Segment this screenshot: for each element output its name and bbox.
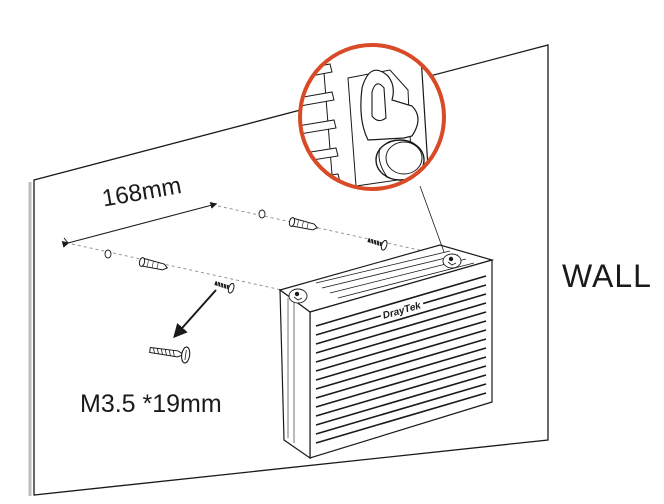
router: DrayTek [278,244,495,460]
wall-anchor-right [288,217,319,231]
magnifier-icon [298,43,446,191]
router-mount-hole-left [288,288,308,304]
router-mount-hole-right [442,253,462,269]
screw-spec-label: M3.5 *19mm [80,390,222,418]
dimension-line [61,202,218,248]
wall-anchor-left [138,257,169,271]
guide-lines [71,205,443,291]
magnifier-leader [419,185,445,253]
wall-holes [104,209,266,259]
router-grille [315,275,487,444]
mounting-hole-icon [104,249,112,259]
magnifier-ring [298,43,446,191]
mounting-hole-icon [258,209,266,219]
screw-left-installed [214,281,235,294]
wall-label: WALL [562,258,652,294]
screw-right-installed [367,238,388,251]
router-side [279,288,311,460]
arrow-icon [173,289,217,339]
screw-icon [149,346,191,364]
